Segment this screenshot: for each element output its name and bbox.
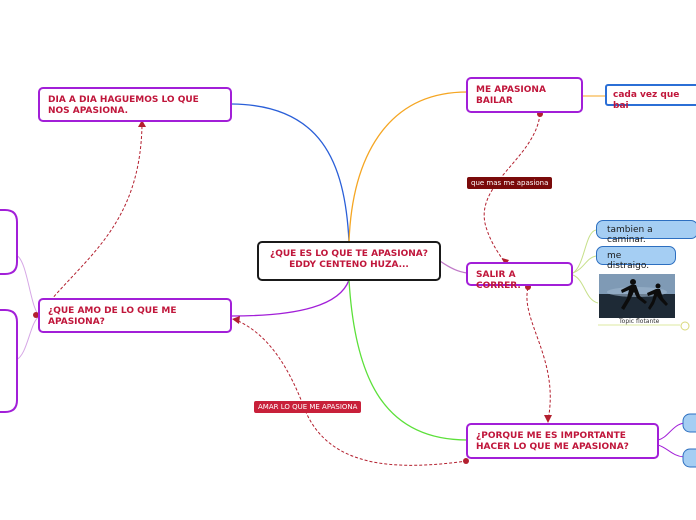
relationship-arrow-dia (138, 120, 146, 127)
left-node-upper[interactable] (0, 209, 18, 275)
central-topic-label: ¿QUE ES LO QUE TE APASIONA? EDDY CENTENO… (270, 249, 428, 270)
topic-bailar[interactable]: ME APASIONA BAILAR (466, 77, 583, 113)
topic-porque-label: ¿PORQUE ME ES IMPORTANTE HACER LO QUE ME… (476, 431, 629, 452)
relationship-dot-queamo (33, 312, 39, 318)
link-correr-caminar (572, 229, 597, 274)
branch-porque (348, 279, 468, 441)
relationship-label-que-mas[interactable]: que mas me apasiona (467, 177, 553, 189)
link-correr-distraigo (572, 255, 597, 274)
relationship-correr-porque (526, 287, 551, 421)
relationship-porque-queamo (235, 319, 468, 466)
relationship-queamo-dia (37, 124, 143, 317)
topic-correr-label: SALIR A CORRER. (476, 270, 521, 291)
subtopic-cada-vez-label: cada vez que bai (613, 90, 680, 111)
link-porque-sub1 (657, 422, 685, 441)
link-correr-image (572, 274, 599, 304)
topic-que-amo-label: ¿QUE AMO DE LO QUE ME APASIONA? (48, 306, 177, 327)
topic-bailar-label: ME APASIONA BAILAR (476, 85, 546, 106)
left-node-lower[interactable] (0, 309, 18, 413)
floating-collapse-handle[interactable] (680, 321, 690, 331)
subtopic-distraigo-label: me distraigo. (607, 251, 650, 271)
relationship-dot-porque (463, 458, 469, 464)
link-que-amo-left-upper (15, 254, 41, 317)
branch-que-amo (231, 279, 350, 317)
topic-dia-a-dia-label: DIA A DIA HAGUEMOS LO QUE NOS APASIONA. (48, 95, 199, 116)
branch-dia-a-dia (231, 103, 350, 243)
relationship-arrow-queamo (232, 316, 240, 324)
subtopic-distraigo[interactable]: me distraigo. (596, 246, 676, 271)
subtopic-caminar[interactable]: tambien a caminar. (596, 220, 696, 245)
link-que-amo-left-lower (15, 315, 41, 361)
porque-sub-node-2[interactable] (682, 448, 696, 468)
link-porque-sub2 (657, 444, 685, 458)
topic-porque[interactable]: ¿PORQUE ME ES IMPORTANTE HACER LO QUE ME… (466, 423, 659, 459)
central-topic[interactable]: ¿QUE ES LO QUE TE APASIONA? EDDY CENTENO… (257, 241, 441, 281)
subtopic-cada-vez[interactable]: cada vez que bai (605, 84, 696, 111)
relationship-arrow-porque (544, 415, 552, 423)
topic-correr[interactable]: SALIR A CORRER. (466, 262, 573, 291)
branch-bailar (348, 91, 468, 243)
porque-sub-node-1[interactable] (682, 413, 696, 433)
subtopic-caminar-label: tambien a caminar. (607, 225, 653, 245)
relationship-bailar-correr (483, 113, 541, 264)
branch-correr (439, 260, 468, 274)
relationship-label-amar[interactable]: AMAR LO QUE ME APASIONA (254, 401, 362, 413)
topic-que-amo[interactable]: ¿QUE AMO DE LO QUE ME APASIONA? (38, 298, 232, 333)
running-people-image[interactable] (599, 274, 675, 318)
topic-dia-a-dia[interactable]: DIA A DIA HAGUEMOS LO QUE NOS APASIONA. (38, 87, 232, 122)
floating-topic-caption: Topic flotante (619, 318, 660, 325)
